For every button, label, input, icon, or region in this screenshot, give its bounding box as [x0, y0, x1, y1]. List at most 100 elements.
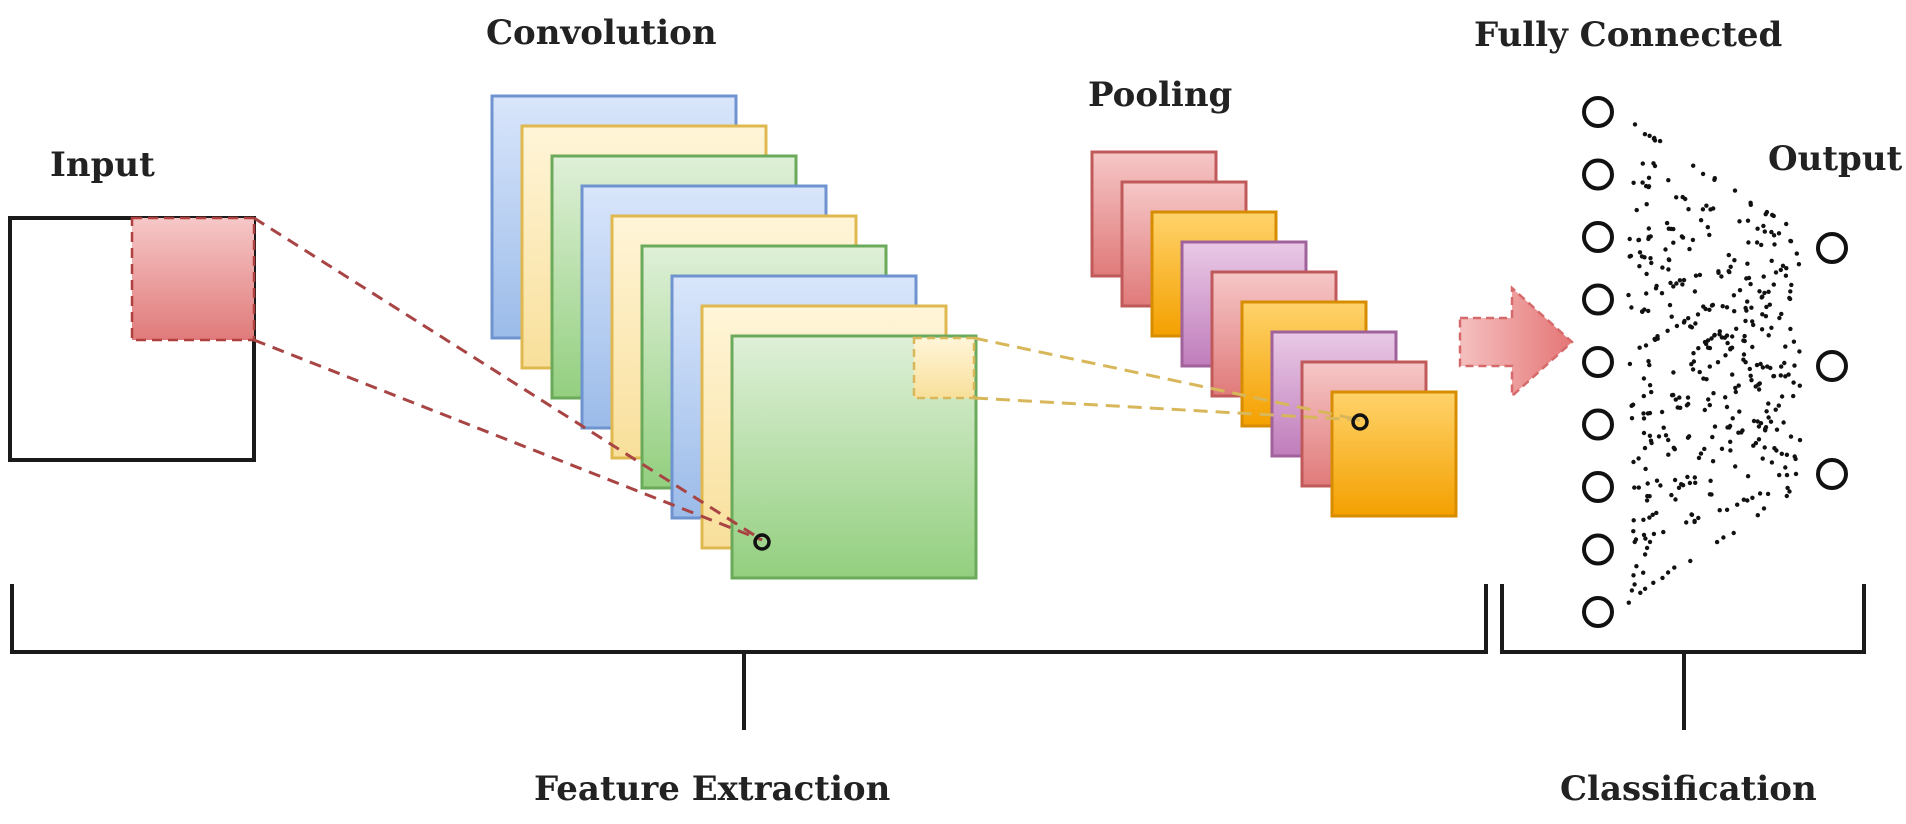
connection-dot: [1715, 360, 1721, 365]
connection-dot: [1777, 315, 1782, 321]
connection-dot: [1689, 362, 1694, 367]
connection-dot: [1645, 481, 1650, 486]
connection-dot: [1678, 405, 1683, 410]
fully-connected-connections: [1626, 122, 1803, 605]
connection-dot: [1733, 389, 1739, 395]
connection-dot: [1665, 328, 1670, 333]
connection-dot: [1685, 474, 1690, 480]
connection-dot: [1771, 282, 1777, 287]
connection-dot: [1760, 456, 1765, 461]
connection-dot: [1674, 195, 1679, 200]
connection-dot: [1643, 343, 1649, 348]
connection-dot: [1681, 320, 1687, 325]
connection-dot: [1788, 238, 1793, 244]
fully-connected-label: Fully Connected: [1474, 15, 1783, 55]
connection-dot: [1679, 234, 1685, 239]
connection-dot: [1691, 163, 1696, 168]
connection-dot: [1636, 237, 1641, 243]
connection-dot: [1649, 260, 1654, 266]
connection-dot: [1654, 478, 1660, 483]
connection-dot: [1787, 295, 1792, 301]
connection-dot: [1687, 246, 1692, 252]
connection-dot: [1691, 351, 1696, 356]
connection-dot: [1661, 529, 1666, 535]
connection-dot: [1671, 445, 1677, 450]
input-block: [8, 216, 256, 462]
connection-dot: [1702, 407, 1708, 413]
connection-dot: [1717, 508, 1722, 513]
connection-dot: [1748, 373, 1753, 378]
connection-dot: [1769, 460, 1775, 465]
connection-dot: [1644, 291, 1649, 296]
connection-dot: [1689, 325, 1695, 330]
connection-dot: [1785, 485, 1790, 491]
connection-dot: [1762, 229, 1768, 234]
connection-dot: [1674, 323, 1680, 329]
connection-dot: [1778, 267, 1784, 273]
connection-dot: [1651, 580, 1656, 585]
connection-dot: [1755, 226, 1760, 231]
connection-dot: [1631, 573, 1636, 578]
connection-dot: [1782, 360, 1787, 366]
classification-bracket: [1500, 584, 1866, 730]
connection-dot: [1760, 294, 1765, 299]
connection-dot: [1683, 196, 1688, 202]
connection-dot: [1627, 236, 1632, 242]
connection-dot: [1651, 531, 1657, 537]
connection-dot: [1776, 403, 1782, 408]
connection-dot: [1763, 212, 1768, 217]
connection-dot: [1661, 425, 1666, 430]
connection-dot: [1751, 418, 1757, 424]
connection-dot: [1696, 346, 1701, 351]
connection-dot: [1748, 281, 1753, 287]
connection-dot: [1673, 497, 1678, 502]
connection-dot: [1659, 291, 1665, 296]
connection-dot: [1652, 135, 1657, 141]
connection-dot: [1631, 518, 1636, 523]
connection-dot: [1719, 274, 1724, 279]
connection-dot: [1712, 424, 1718, 429]
connection-dot: [1648, 234, 1653, 239]
connection-dot: [1671, 284, 1676, 289]
connection-dot: [1762, 445, 1767, 450]
connection-dot: [1629, 305, 1634, 310]
connection-dot: [1730, 372, 1735, 377]
fc-node-5: [1582, 346, 1614, 378]
connection-dot: [1648, 256, 1653, 261]
connection-dot: [1677, 278, 1683, 283]
connection-dot: [1687, 480, 1693, 486]
connection-dot: [1703, 341, 1709, 347]
connection-dot: [1770, 212, 1775, 218]
connection-dot: [1783, 465, 1788, 470]
connection-dot: [1663, 247, 1668, 252]
connection-dot: [1671, 392, 1676, 398]
connection-dot: [1784, 493, 1790, 499]
connection-dot: [1698, 451, 1704, 456]
connection-dot: [1724, 305, 1730, 310]
connection-dot: [1750, 319, 1755, 324]
connection-dot: [1659, 409, 1665, 415]
connection-dot: [1789, 282, 1794, 288]
connection-dot: [1732, 188, 1738, 193]
connection-dot: [1707, 492, 1713, 497]
connection-dot: [1768, 365, 1773, 371]
connection-dot: [1668, 226, 1674, 232]
output-label: Output: [1768, 139, 1903, 179]
connection-dot: [1647, 133, 1652, 138]
connection-dot: [1647, 539, 1653, 545]
connection-dot: [1636, 485, 1642, 490]
connection-dot: [1793, 456, 1798, 462]
connection-dot: [1641, 570, 1646, 575]
connection-dot: [1657, 138, 1663, 144]
connection-dot: [1761, 223, 1766, 229]
connection-dot: [1714, 539, 1720, 545]
connection-dot: [1631, 180, 1636, 185]
connection-dot: [1723, 395, 1728, 400]
connection-dot: [1707, 307, 1712, 312]
connection-dot: [1732, 309, 1737, 314]
connection-dot: [1755, 513, 1761, 518]
connection-dot: [1636, 456, 1641, 461]
fc-node-4: [1582, 283, 1614, 316]
connection-dot: [1793, 471, 1799, 477]
connection-dot: [1729, 345, 1735, 350]
